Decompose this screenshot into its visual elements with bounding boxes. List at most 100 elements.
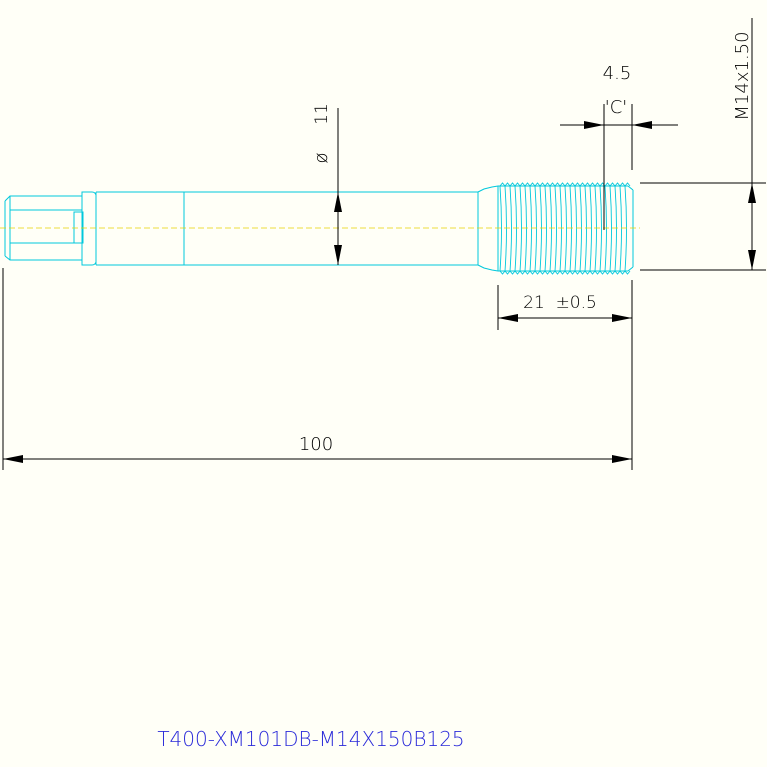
thread-arrow-bottom (748, 250, 756, 270)
thread-tooth-bottom (599, 270, 606, 275)
chamfer-label: 'C' (605, 97, 627, 118)
thread-crest (609, 185, 612, 272)
thread-tooth-bottom (594, 270, 601, 275)
thread-tooth-bottom (524, 270, 531, 275)
chamfer-value: 4.5 (603, 63, 632, 84)
thread-crest (614, 185, 617, 272)
overall-arrow-right (612, 455, 632, 463)
thread-crest (574, 185, 577, 272)
thread-tooth-top (614, 182, 621, 187)
thread-tooth-bottom (574, 270, 581, 275)
thread-tooth-top (564, 182, 571, 187)
thread-crest (549, 185, 552, 272)
thread-crest (619, 185, 622, 272)
thread-arrow-top (748, 183, 756, 203)
thread-tooth-bottom (554, 270, 561, 275)
thread-runout-bottom (477, 264, 499, 272)
thread-crest (559, 185, 562, 272)
thread-tooth-top (544, 182, 551, 187)
diameter-arrow-bottom (334, 245, 342, 265)
thread-tooth-top (504, 182, 511, 187)
thread-crest (584, 185, 587, 272)
dimensions (2, 18, 766, 470)
thread-crest (509, 185, 512, 272)
overall-length: 100 (299, 434, 333, 455)
hex-socket (73, 211, 84, 244)
thread-tooth-bottom (604, 270, 611, 275)
thread-crest (599, 185, 602, 272)
part-number: T400-XM101DB-M14X150B125 (157, 727, 464, 751)
thread-crest (499, 185, 502, 272)
shank-fillet-top (91, 191, 97, 196)
thread-chamfer-bottom (627, 266, 634, 272)
thread-length: 21 ±0.5 (523, 293, 597, 313)
thread-crests (499, 182, 631, 275)
thread-tooth-bottom (569, 270, 576, 275)
thread-tooth-bottom (579, 270, 586, 275)
thread-tooth-top (609, 182, 616, 187)
thread-tooth-top (554, 182, 561, 187)
thread-tooth-bottom (584, 270, 591, 275)
dimension-labels: ø 11 4.5 'C' M14x1.50 21 ±0.5 100 (299, 31, 753, 455)
thread-crest (554, 185, 557, 272)
thread-tooth-bottom (619, 270, 626, 275)
hex-head-outline-bottom (4, 255, 92, 266)
thread-tooth-bottom (549, 270, 556, 275)
thread-tooth-bottom (614, 270, 621, 275)
thread-tooth-top (509, 182, 516, 187)
thread-crest (579, 185, 582, 272)
thread-tooth-top (534, 182, 541, 187)
thread-crest (624, 185, 627, 272)
overall-arrow-left (3, 455, 23, 463)
thread-tooth-top (624, 182, 631, 187)
thread-crest (529, 185, 532, 272)
thread-chamfer-top (627, 185, 634, 191)
thread-tooth-top (549, 182, 556, 187)
thread-tooth-bottom (539, 270, 546, 275)
thread-tooth-top (594, 182, 601, 187)
thread-crest (504, 185, 507, 272)
thread-tooth-bottom (514, 270, 521, 275)
thread-tooth-top (579, 182, 586, 187)
thread-spec: M14x1.50 (732, 31, 753, 120)
thread-crest (539, 185, 542, 272)
thread-tooth-bottom (499, 270, 506, 275)
thread-crest (519, 185, 522, 272)
thread-tooth-bottom (529, 270, 536, 275)
diameter-value: 11 (312, 103, 332, 125)
thread-tooth-bottom (504, 270, 511, 275)
thread-tooth-top (529, 182, 536, 187)
thread-crest (514, 185, 517, 272)
thread-tooth-bottom (559, 270, 566, 275)
thread-crest (604, 185, 607, 272)
thread-runout-top (477, 185, 499, 193)
thread-tooth-top (619, 182, 626, 187)
thread-tooth-top (604, 182, 611, 187)
thread-crest (524, 185, 527, 272)
diameter-symbol: ø (311, 152, 332, 163)
thread-tooth-top (519, 182, 526, 187)
thread-tooth-top (584, 182, 591, 187)
length21-arrow-right (612, 314, 632, 322)
thread-crest (569, 185, 572, 272)
thread-crest (564, 185, 567, 272)
chamfer-arrow-left (584, 121, 604, 129)
hex-head-outline (4, 191, 92, 202)
thread-tooth-top (569, 182, 576, 187)
thread-tooth-bottom (609, 270, 616, 275)
thread-crest (544, 185, 547, 272)
shank-fillet-bottom (91, 261, 97, 266)
thread-tooth-bottom (589, 270, 596, 275)
thread-tooth-top (524, 182, 531, 187)
chamfer-arrow-right (632, 121, 652, 129)
thread-tooth-bottom (509, 270, 516, 275)
thread-crest (589, 185, 592, 272)
thread-tooth-bottom (519, 270, 526, 275)
thread-tooth-bottom (624, 270, 631, 275)
thread-tooth-top (539, 182, 546, 187)
thread-tooth-top (559, 182, 566, 187)
length21-arrow-left (498, 314, 518, 322)
shaft-geometry (4, 182, 634, 275)
thread-crest (534, 185, 537, 272)
